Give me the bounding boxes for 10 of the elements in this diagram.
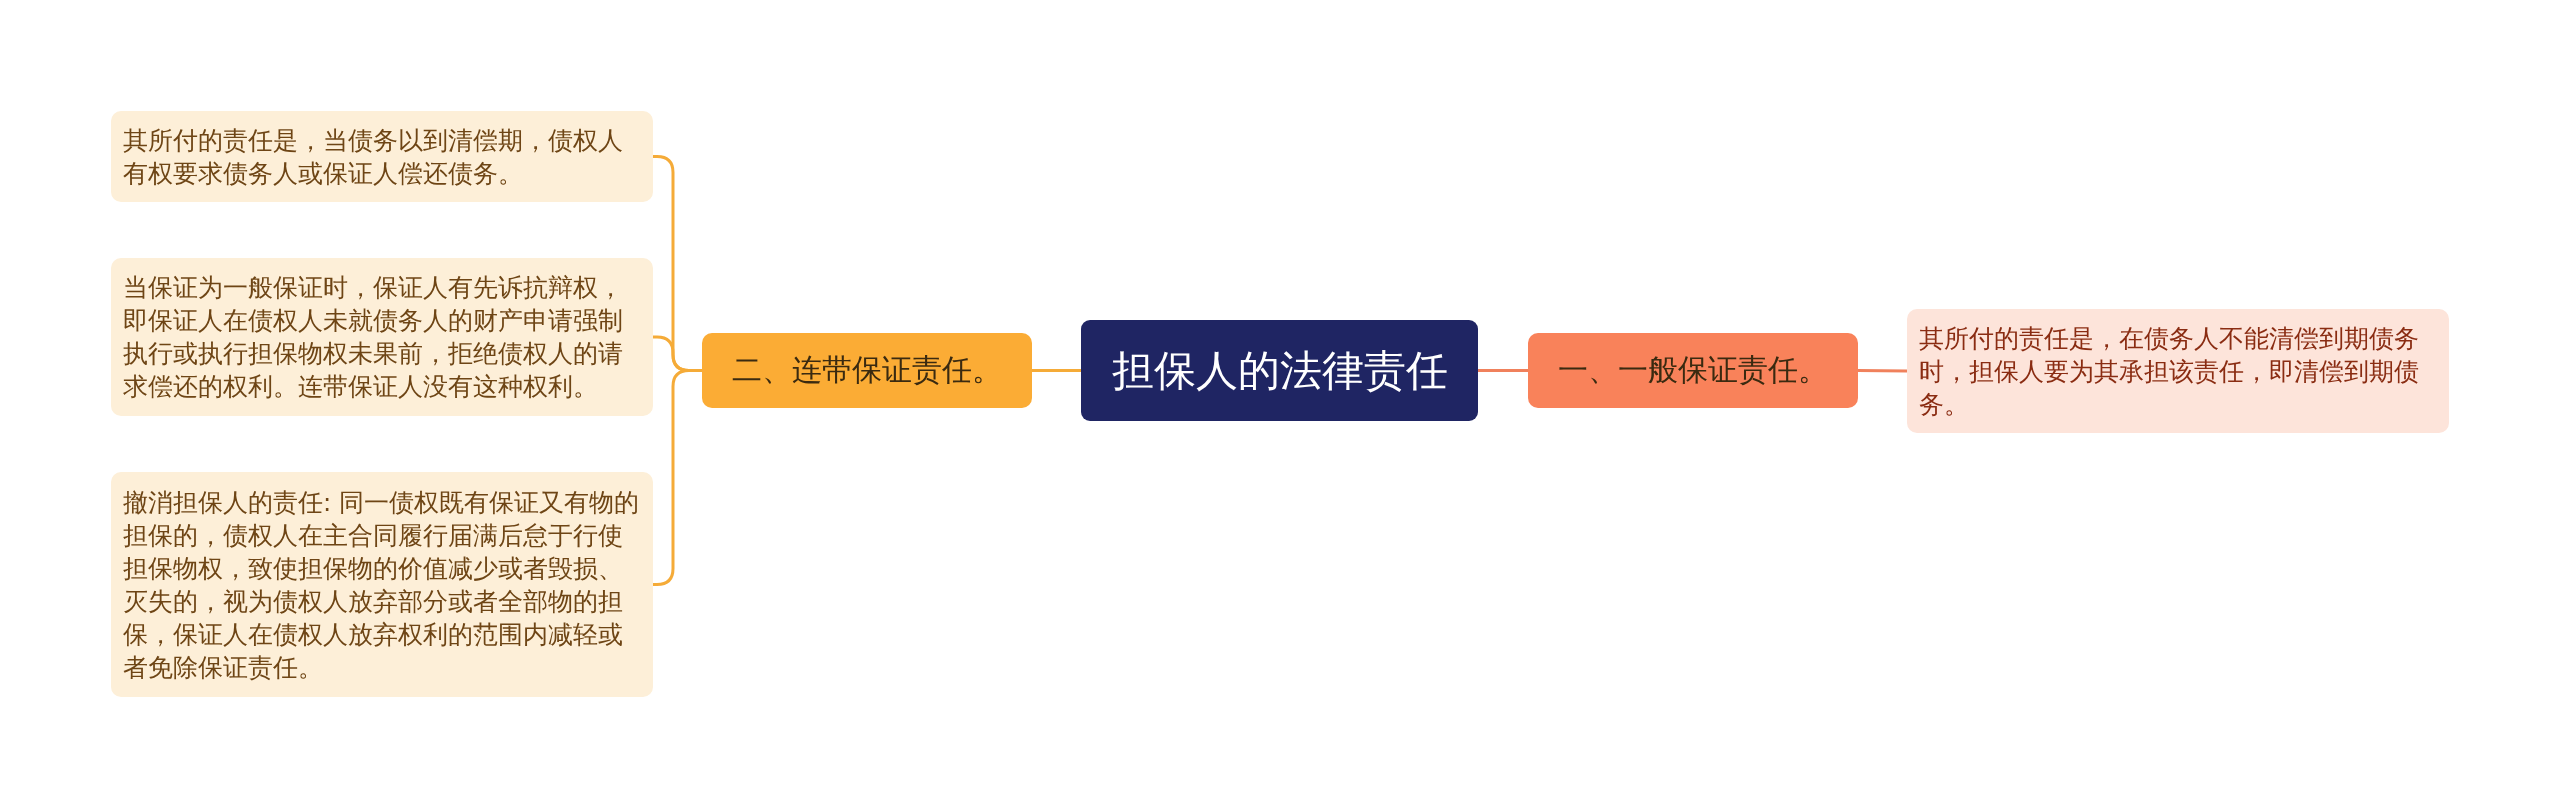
topic-box: 二、连带保证责任。 bbox=[702, 333, 1032, 408]
connector-line bbox=[1478, 369, 1528, 372]
note-box: 其所付的责任是，当债务以到清偿期，债权人有权要求债务人或保证人偿还债务。 bbox=[111, 111, 653, 202]
connector-line bbox=[1858, 369, 1907, 373]
connector-line bbox=[1032, 369, 1081, 372]
note-box: 当保证为一般保证时，保证人有先诉抗辩权，即保证人在债权人未就债务人的财产申请强制执行或执行担保物权未果前，拒绝债权人的请求偿还的权利。连带保证人没有这种权利。 bbox=[111, 258, 653, 416]
note-box: 其所付的责任是，在债务人不能清偿到期债务时，担保人要为其承担该责任，即清偿到期债务。 bbox=[1907, 309, 2449, 433]
note-box: 撤消担保人的责任: 同一债权既有保证又有物的担保的，债权人在主合同履行届满后怠于行使担保物权，致使担保物的价值减少或者毁损、灭失的，视为债权人放弃部分或者全部物的担保，保证人在债权人放弃权利的范围内减轻或者免除保证责任。 bbox=[111, 472, 653, 697]
topic-box: 一、一般保证责任。 bbox=[1528, 333, 1858, 408]
root-topic-box: 担保人的法律责任 bbox=[1081, 320, 1478, 421]
